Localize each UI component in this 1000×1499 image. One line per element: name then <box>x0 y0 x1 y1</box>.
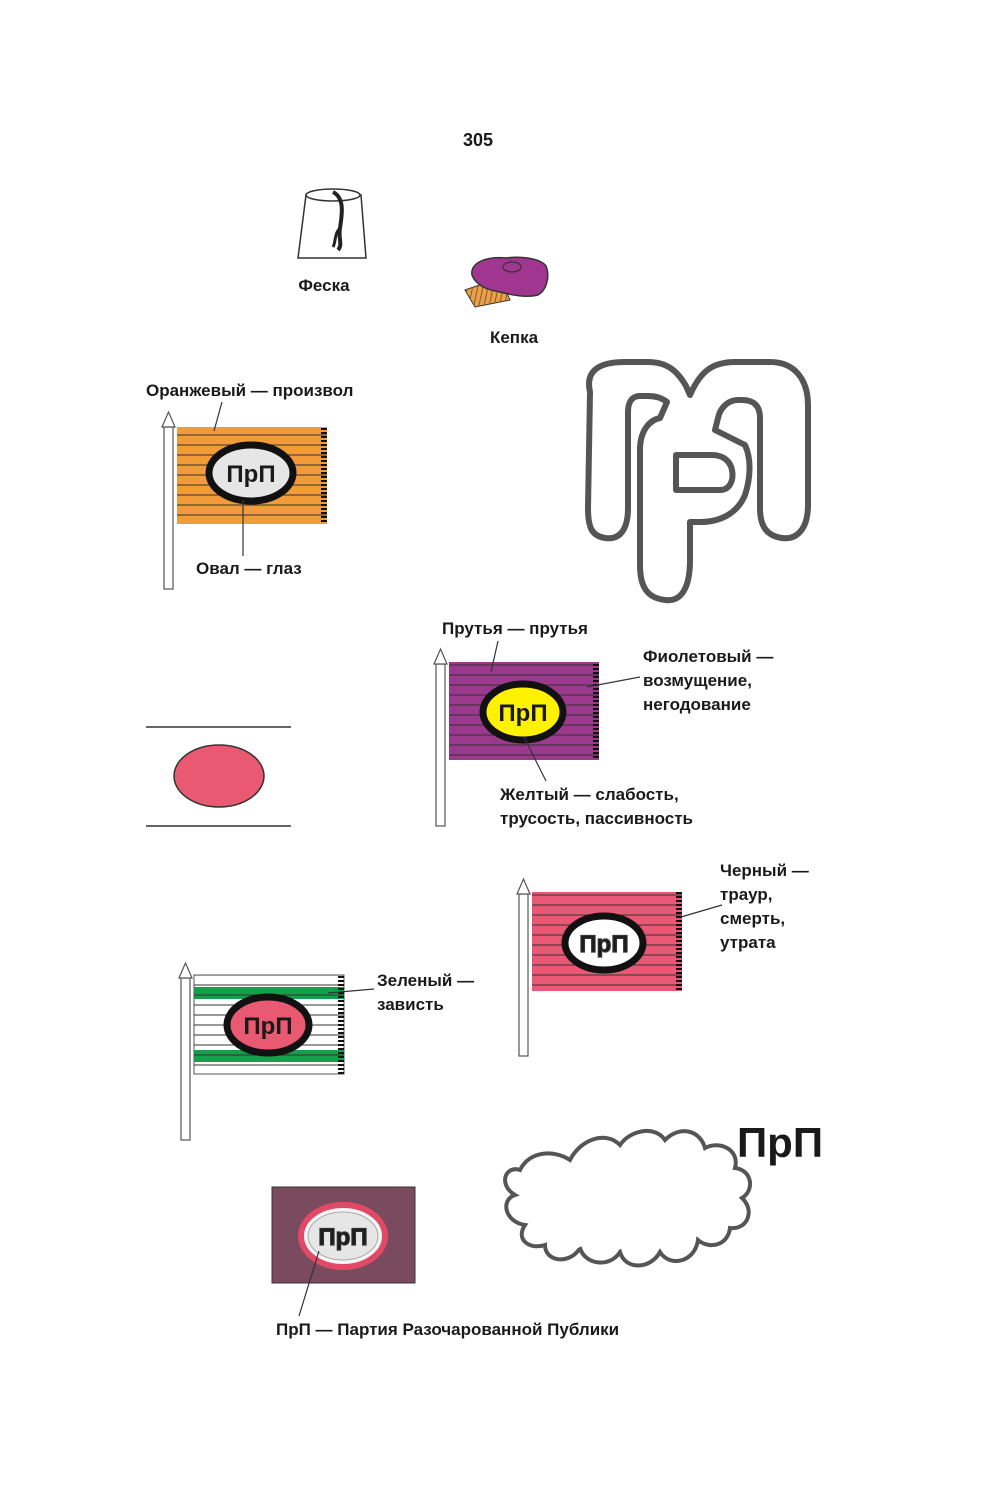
svg-text:возмущение,: возмущение, <box>643 671 752 690</box>
oval-label: Овал — глаз <box>196 559 302 578</box>
svg-text:трусость, пассивность: трусость, пассивность <box>500 809 693 828</box>
mauve-panel-logo: ПрП <box>318 1224 367 1251</box>
prp-outline-logo <box>585 359 811 604</box>
cap-icon <box>464 256 549 308</box>
svg-text:Фиолетовый —: Фиолетовый — <box>643 647 773 666</box>
orange-flag: ПрП <box>161 410 327 590</box>
violet-label: Фиолетовый — возмущение, негодование <box>643 647 773 714</box>
fez-icon <box>297 188 367 259</box>
svg-text:Зеленый —: Зеленый — <box>377 971 474 990</box>
cap-label: Кепка <box>490 328 539 347</box>
rods-label: Прутья — прутья <box>442 619 588 638</box>
svg-text:траур,: траур, <box>720 885 773 904</box>
svg-text:негодование: негодование <box>643 695 751 714</box>
svg-text:утрата: утрата <box>720 933 776 952</box>
page-number: 305 <box>463 130 493 150</box>
green-flag: ПрП <box>178 961 345 1141</box>
green-label: Зеленый — зависть <box>377 971 474 1014</box>
yellow-label: Желтый — слабость, трусость, пассивность <box>499 785 693 828</box>
svg-text:зависть: зависть <box>377 995 444 1014</box>
fez-label: Феска <box>298 276 350 295</box>
violet-flag-logo: ПрП <box>498 700 547 727</box>
orange-flag-logo: ПрП <box>226 461 275 488</box>
red-flag-logo: ПрП <box>579 931 628 958</box>
svg-text:Желтый — слабость,: Желтый — слабость, <box>499 785 679 804</box>
big-logo-text: ПрП <box>737 1119 823 1166</box>
orange-label: Оранжевый — произвол <box>146 381 353 400</box>
mauve-panel-emblem: ПрП <box>271 1186 416 1284</box>
violet-flag: ПрП <box>433 647 599 827</box>
legend-caption: ПрП — Партия Разочарованной Публики <box>276 1320 619 1339</box>
blob-outline-emblem <box>503 1129 752 1268</box>
red-flag: ПрП <box>516 877 682 1057</box>
svg-text:смерть,: смерть, <box>720 909 785 928</box>
svg-text:Черный —: Черный — <box>720 861 809 880</box>
green-flag-logo: ПрП <box>243 1013 292 1040</box>
red-disc-emblem <box>146 726 291 827</box>
black-label: Черный — траур, смерть, утрата <box>720 861 809 952</box>
